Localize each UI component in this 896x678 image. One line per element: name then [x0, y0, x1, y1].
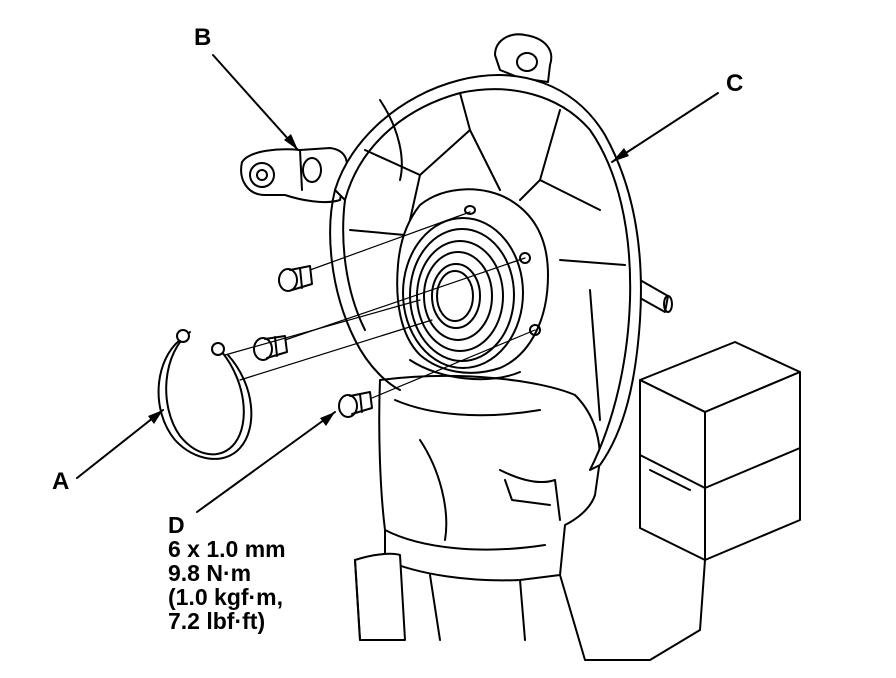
bolt-middle	[253, 335, 288, 361]
spec-torque-kgfm: (1.0 kgf·m,	[168, 584, 284, 610]
leader-arrowheads	[148, 134, 629, 426]
snap-ring	[157, 329, 253, 460]
callout-c: C	[726, 70, 744, 97]
leader-c	[611, 92, 719, 163]
spec-torque-lbfft: 7.2 lbf·ft)	[168, 608, 266, 634]
callout-a: A	[52, 468, 70, 495]
stud	[639, 279, 673, 313]
knuckle-base	[354, 374, 706, 661]
leader-d	[196, 411, 336, 513]
leader-b	[212, 54, 299, 151]
spec-size: 6 x 1.0 mm	[168, 536, 286, 562]
arrow-c	[612, 148, 629, 162]
splash-shield	[329, 74, 642, 471]
vise-block	[639, 341, 801, 561]
leader-lines	[76, 54, 719, 513]
bolt-lower	[338, 391, 373, 418]
bolt-upper	[278, 265, 313, 292]
arrow-d	[320, 412, 335, 426]
alignment-lines	[224, 211, 536, 399]
arrow-a	[148, 410, 163, 424]
leader-a	[76, 409, 164, 479]
upper-mount-ear	[494, 33, 553, 83]
spec-torque-nm: 9.8 N·m	[168, 560, 252, 586]
arrow-b	[284, 134, 298, 150]
hub-bearing	[396, 188, 549, 381]
callout-b: B	[194, 24, 212, 51]
callout-d: D	[168, 512, 185, 538]
steering-arm	[240, 147, 348, 204]
bolt-spec: D 6 x 1.0 mm 9.8 N·m (1.0 kgf·m, 7.2 lbf…	[168, 513, 286, 633]
